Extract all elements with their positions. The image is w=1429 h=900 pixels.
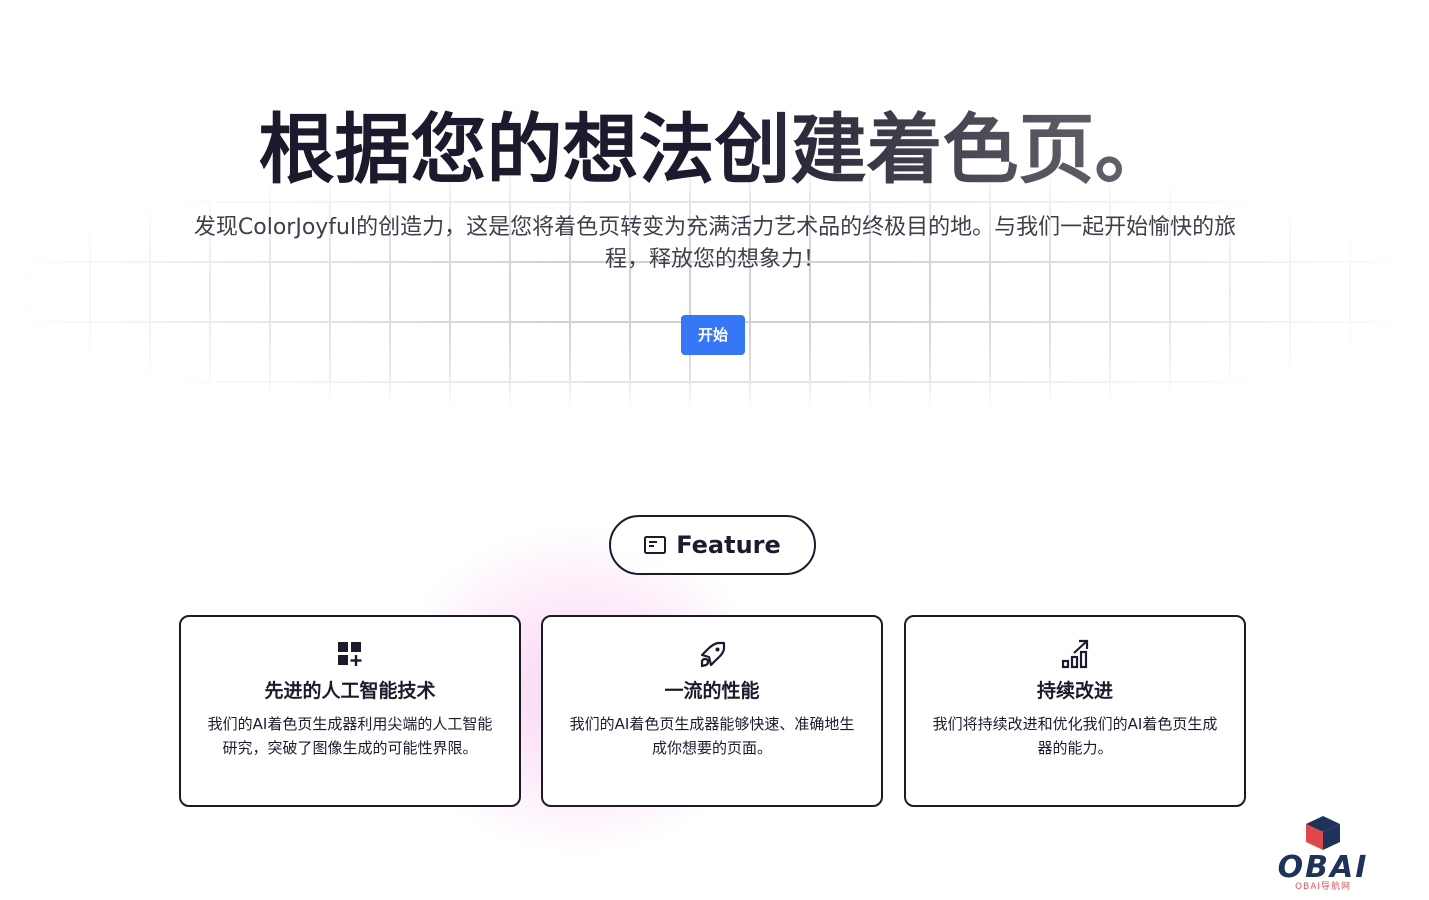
- card-description: 我们将持续改进和优化我们的AI着色页生成器的能力。: [932, 715, 1218, 757]
- card-title: 先进的人工智能技术: [264, 680, 436, 702]
- start-button[interactable]: 开始: [681, 315, 745, 355]
- feature-card-ai-tech: 先进的人工智能技术 我们的AI着色页生成器利用尖端的人工智能研究，突破了图像生成…: [179, 615, 521, 807]
- growth-chart-icon: [1060, 639, 1090, 669]
- dashboard-add-icon: [335, 639, 365, 669]
- hero-subtitle: 发现ColorJoyful的创造力，这是您将着色页转变为充满活力艺术品的终极目的…: [193, 215, 1237, 272]
- obai-watermark: OBAI OBAI导航网: [1270, 812, 1376, 896]
- watermark-subtext: OBAI导航网: [1294, 882, 1352, 892]
- card-description: 我们的AI着色页生成器利用尖端的人工智能研究，突破了图像生成的可能性界限。: [207, 715, 493, 757]
- feature-label: Feature: [676, 531, 781, 559]
- card-icon: [644, 536, 667, 554]
- grid-background: [0, 172, 1429, 412]
- grid-fade: [0, 382, 1429, 414]
- card-title: 持续改进: [1036, 680, 1113, 702]
- feature-section-badge: Feature: [609, 515, 816, 575]
- card-title: 一流的性能: [664, 680, 760, 702]
- feature-card-improvement: 持续改进 我们将持续改进和优化我们的AI着色页生成器的能力。: [904, 615, 1246, 807]
- rocket-icon: [697, 639, 727, 669]
- cube-logo-icon: [1306, 816, 1340, 850]
- card-description: 我们的AI着色页生成器能够快速、准确地生成你想要的页面。: [569, 715, 855, 757]
- watermark-logo-text: OBAI: [1277, 850, 1369, 885]
- feature-card-performance: 一流的性能 我们的AI着色页生成器能够快速、准确地生成你想要的页面。: [541, 615, 883, 807]
- hero-title: 根据您的想法创建着色页。: [0, 104, 1429, 196]
- feature-cards: 先进的人工智能技术 我们的AI着色页生成器利用尖端的人工智能研究，突破了图像生成…: [179, 615, 1246, 807]
